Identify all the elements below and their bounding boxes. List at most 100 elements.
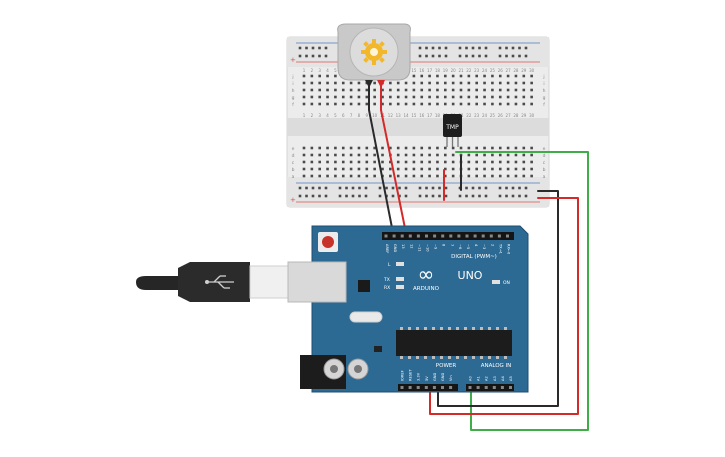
- header-pin[interactable]: [465, 234, 469, 238]
- breadboard-hole[interactable]: [514, 81, 518, 85]
- breadboard-hole[interactable]: [404, 174, 408, 178]
- breadboard-hole[interactable]: [310, 146, 314, 150]
- wire-5v-rail-to-5v[interactable]: [429, 197, 579, 415]
- breadboard-hole[interactable]: [444, 81, 447, 85]
- breadboard-hole[interactable]: [318, 174, 321, 178]
- breadboard-hole[interactable]: [365, 102, 369, 106]
- breadboard-hole[interactable]: [404, 167, 408, 171]
- breadboard-hole[interactable]: [389, 160, 392, 164]
- breadboard-hole[interactable]: [365, 88, 369, 92]
- breadboard-hole[interactable]: [334, 153, 337, 157]
- rail-hole[interactable]: [444, 194, 448, 198]
- breadboard-hole[interactable]: [349, 160, 353, 164]
- rail-hole[interactable]: [418, 194, 422, 198]
- rail-hole[interactable]: [398, 194, 401, 198]
- breadboard-hole[interactable]: [420, 81, 424, 85]
- rail-hole[interactable]: [478, 54, 481, 58]
- breadboard-hole[interactable]: [318, 167, 321, 171]
- breadboard-hole[interactable]: [396, 88, 400, 92]
- rail-hole[interactable]: [404, 194, 408, 198]
- breadboard-hole[interactable]: [475, 95, 478, 99]
- breadboard-hole[interactable]: [436, 74, 439, 78]
- rail-hole[interactable]: [498, 54, 502, 58]
- breadboard-hole[interactable]: [428, 81, 431, 85]
- breadboard-hole[interactable]: [491, 88, 494, 92]
- breadboard-hole[interactable]: [506, 167, 510, 171]
- breadboard-hole[interactable]: [357, 81, 361, 85]
- rail-hole[interactable]: [358, 194, 361, 198]
- breadboard-hole[interactable]: [514, 88, 518, 92]
- header-pin[interactable]: [416, 386, 420, 389]
- breadboard-hole[interactable]: [475, 74, 478, 78]
- breadboard-hole[interactable]: [396, 95, 400, 99]
- rail-hole[interactable]: [438, 54, 441, 58]
- header-pin[interactable]: [481, 234, 485, 238]
- breadboard-hole[interactable]: [459, 146, 463, 150]
- breadboard-hole[interactable]: [302, 160, 306, 164]
- breadboard-hole[interactable]: [389, 95, 392, 99]
- rail-hole[interactable]: [505, 186, 508, 190]
- breadboard-hole[interactable]: [381, 167, 384, 171]
- breadboard-hole[interactable]: [334, 102, 337, 106]
- breadboard-hole[interactable]: [467, 95, 471, 99]
- rail-hole[interactable]: [458, 54, 462, 58]
- breadboard-hole[interactable]: [349, 102, 353, 106]
- breadboard-hole[interactable]: [475, 81, 478, 85]
- rail-hole[interactable]: [364, 194, 368, 198]
- breadboard-hole[interactable]: [341, 167, 345, 171]
- header-pin[interactable]: [500, 386, 504, 389]
- rail-hole[interactable]: [511, 54, 515, 58]
- breadboard-hole[interactable]: [444, 174, 447, 178]
- header-pin[interactable]: [476, 386, 480, 389]
- breadboard-hole[interactable]: [491, 160, 494, 164]
- rail-hole[interactable]: [524, 186, 528, 190]
- breadboard-hole[interactable]: [506, 95, 510, 99]
- wires[interactable]: [368, 85, 589, 431]
- breadboard-hole[interactable]: [451, 81, 455, 85]
- breadboard-hole[interactable]: [444, 102, 447, 106]
- breadboard-hole[interactable]: [349, 81, 353, 85]
- breadboard-hole[interactable]: [475, 88, 478, 92]
- breadboard-hole[interactable]: [396, 160, 400, 164]
- header-pin[interactable]: [509, 386, 512, 389]
- rail-hole[interactable]: [305, 194, 308, 198]
- breadboard-hole[interactable]: [514, 153, 518, 157]
- breadboard-hole[interactable]: [389, 81, 392, 85]
- header-pin[interactable]: [468, 386, 472, 389]
- breadboard-hole[interactable]: [428, 146, 431, 150]
- breadboard-hole[interactable]: [420, 146, 424, 150]
- breadboard-hole[interactable]: [522, 74, 526, 78]
- breadboard-hole[interactable]: [404, 88, 408, 92]
- breadboard-hole[interactable]: [428, 95, 431, 99]
- breadboard-hole[interactable]: [349, 146, 353, 150]
- rail-hole[interactable]: [298, 194, 302, 198]
- dc-motor[interactable]: [337, 23, 411, 88]
- breadboard-hole[interactable]: [514, 146, 518, 150]
- breadboard-hole[interactable]: [483, 88, 486, 92]
- rail-hole[interactable]: [458, 194, 462, 198]
- breadboard-hole[interactable]: [326, 160, 329, 164]
- breadboard-hole[interactable]: [404, 81, 408, 85]
- rail-hole[interactable]: [465, 186, 468, 190]
- breadboard-hole[interactable]: [412, 160, 416, 164]
- breadboard-hole[interactable]: [522, 174, 526, 178]
- breadboard-hole[interactable]: [467, 167, 471, 171]
- breadboard-hole[interactable]: [444, 74, 447, 78]
- breadboard-hole[interactable]: [373, 153, 376, 157]
- breadboard-hole[interactable]: [318, 88, 321, 92]
- rail-hole[interactable]: [431, 46, 435, 50]
- breadboard-hole[interactable]: [420, 102, 424, 106]
- rail-hole[interactable]: [518, 54, 521, 58]
- breadboard-hole[interactable]: [365, 160, 369, 164]
- breadboard-hole[interactable]: [444, 146, 447, 150]
- breadboard-hole[interactable]: [373, 88, 376, 92]
- breadboard-hole[interactable]: [428, 167, 431, 171]
- breadboard-hole[interactable]: [404, 146, 408, 150]
- breadboard-hole[interactable]: [341, 153, 345, 157]
- breadboard-hole[interactable]: [467, 88, 471, 92]
- rail-hole[interactable]: [318, 46, 321, 50]
- breadboard-hole[interactable]: [396, 81, 400, 85]
- breadboard-hole[interactable]: [498, 74, 502, 78]
- breadboard-hole[interactable]: [412, 167, 416, 171]
